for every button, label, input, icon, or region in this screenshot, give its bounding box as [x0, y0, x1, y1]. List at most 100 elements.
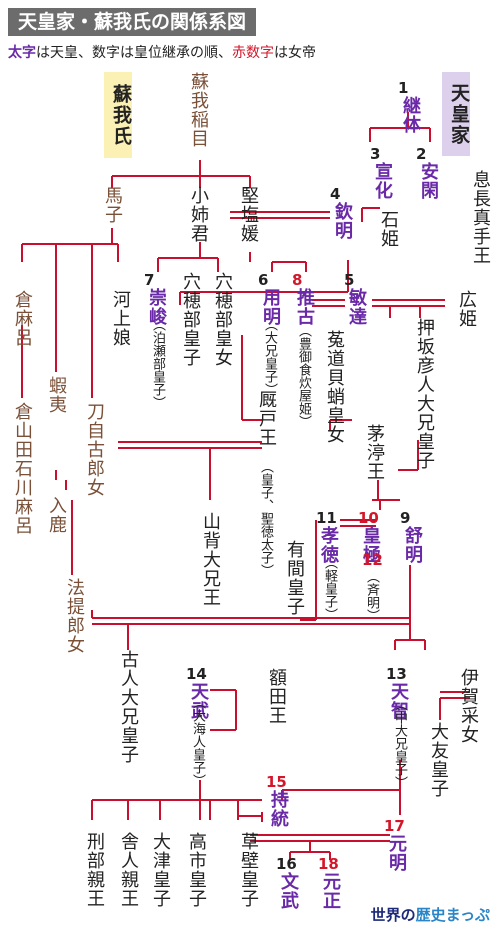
- person-oe_y: （大兄皇子）: [262, 316, 277, 396]
- person-name: （皇子、聖徳太子）: [258, 460, 273, 577]
- person-name: 皇極: [360, 526, 381, 564]
- person-name: 継体: [400, 96, 421, 134]
- person-ishihime: 石姫: [378, 210, 399, 248]
- person-furuhito: 古人大兄皇子: [118, 650, 139, 764]
- person-chinu: 茅渟王: [364, 424, 385, 481]
- person-name: 刀自古郎女: [84, 402, 105, 497]
- person-nukata: 額田王: [266, 668, 287, 725]
- succession-number: 12: [362, 551, 383, 569]
- succession-number: 10: [358, 509, 379, 527]
- person-ujinokaitako: 菟道貝蛸皇女: [324, 330, 345, 444]
- legend-text-2: は女帝: [274, 45, 316, 61]
- person-yamashiro: 山背大兄王: [200, 512, 221, 607]
- person-name: （大海人皇子）: [190, 696, 205, 787]
- person-okinaga: 息長真手王: [470, 170, 491, 265]
- person-name: 文武: [278, 872, 299, 910]
- person-name: 石姫: [378, 210, 399, 248]
- page-title: 天皇家・蘇我氏の関係系図: [8, 8, 257, 36]
- person-name: 額田王: [266, 668, 287, 725]
- succession-number: 1: [398, 79, 409, 97]
- person-name: 敏達: [346, 288, 367, 326]
- person-name: 有間皇子: [284, 540, 305, 616]
- person-name: 蝦夷: [46, 376, 67, 414]
- person-name: 草壁皇子: [238, 832, 259, 908]
- person-name: 崇峻: [146, 288, 167, 326]
- person-osakabe: 刑部親王: [84, 832, 105, 908]
- succession-number: 7: [144, 271, 155, 289]
- person-karu: （軽皇子）: [322, 554, 337, 621]
- person-name: 法提郎女: [64, 578, 85, 654]
- legend-text-1: は天皇、数字は皇位継承の順、: [36, 45, 232, 61]
- succession-number: 9: [400, 509, 411, 527]
- person-name: 河上娘: [110, 290, 131, 347]
- person-umako: 馬子: [102, 186, 123, 224]
- person-oane: 小姉君: [188, 186, 209, 243]
- person-name: 宣化: [372, 162, 393, 200]
- legend: 太字は天皇、数字は皇位継承の順、赤数字は女帝: [8, 44, 316, 62]
- person-emishi: 蝦夷: [46, 376, 67, 414]
- succession-number: 8: [292, 271, 303, 289]
- person-name: 高市皇子: [186, 832, 207, 908]
- person-name: 用明: [260, 288, 281, 326]
- person-name: 小姉君: [188, 186, 209, 243]
- person-name: 天智: [388, 682, 409, 720]
- person-name: （豊御食炊屋姫）: [296, 324, 311, 428]
- person-takechi: 高市皇子: [186, 832, 207, 908]
- brand-logo: 世界の歴史まっぷ: [370, 906, 490, 924]
- succession-number: 14: [186, 665, 207, 683]
- person-name: 元正: [320, 872, 341, 910]
- person-umayado: 厩戸王: [256, 390, 277, 447]
- person-arima: 有間皇子: [284, 540, 305, 616]
- person-name: 蘇我稲目: [188, 72, 209, 148]
- person-kitashi: 堅塩媛: [238, 186, 259, 243]
- person-name: 茅渟王: [364, 424, 385, 481]
- succession-number: 16: [276, 855, 297, 873]
- person-anahobe: 穴穂部皇子: [180, 272, 201, 367]
- succession-number: 15: [266, 773, 287, 791]
- person-name: （泊瀬部皇子）: [150, 318, 165, 409]
- person-name: 推古: [294, 288, 315, 326]
- person-oama: （大海人皇子）: [190, 694, 205, 787]
- person-hote: 法提郎女: [64, 578, 85, 654]
- person-hatsusebe: （泊瀬部皇子）: [150, 316, 165, 409]
- person-name: 伊賀采女: [458, 668, 479, 744]
- person-name: 欽明: [332, 202, 353, 240]
- succession-number: 3: [370, 145, 381, 163]
- person-name: 厩戸王: [256, 390, 277, 447]
- person-name: 堅塩媛: [238, 186, 259, 243]
- person-name: 天武: [188, 682, 209, 720]
- person-name: 舒明: [402, 526, 423, 564]
- person-name: 舎人親王: [118, 832, 139, 908]
- person-name: 刑部親王: [84, 832, 105, 908]
- person-name: 安閑: [418, 162, 439, 200]
- person-toneri: 舎人親王: [118, 832, 139, 908]
- person-anahobe_jo: 穴穂部皇女: [212, 272, 233, 367]
- succession-number: 5: [344, 271, 355, 289]
- person-name: 広姫: [456, 290, 477, 328]
- succession-number: 13: [386, 665, 407, 683]
- person-name: 息長真手王: [470, 170, 491, 265]
- person-name: 大津皇子: [150, 832, 171, 908]
- succession-number: 17: [384, 817, 405, 835]
- soga-clan-label: 蘇我氏: [104, 72, 132, 158]
- legend-red-label: 赤数字: [232, 45, 274, 61]
- person-name: 山背大兄王: [200, 512, 221, 607]
- person-kurayamada: 倉山田石川麻呂: [12, 402, 33, 535]
- person-name: （中大兄皇子）: [392, 698, 407, 789]
- person-iruka: 入鹿: [46, 496, 67, 534]
- tenno-clan-label: 天皇家: [442, 72, 470, 156]
- person-name: 古人大兄皇子: [118, 650, 139, 764]
- person-iname: 蘇我稲目: [188, 72, 209, 148]
- person-name: 大友皇子: [428, 722, 449, 798]
- succession-number: 6: [258, 271, 269, 289]
- legend-bold-label: 太字: [8, 45, 36, 61]
- person-kusakabe: 草壁皇子: [238, 832, 259, 908]
